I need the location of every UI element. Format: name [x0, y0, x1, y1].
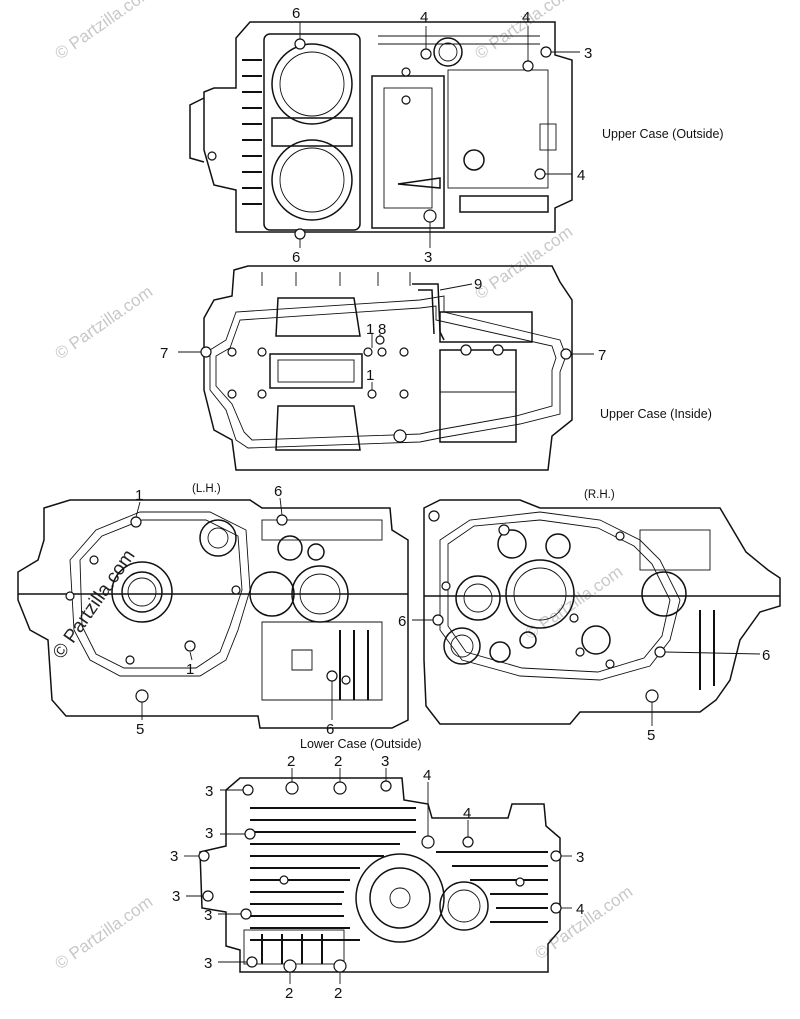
callout-5: 5 — [647, 727, 655, 744]
upper-case-outside-drawing — [189, 21, 580, 248]
caption-upper-case-outside: Upper Case (Outside) — [602, 127, 724, 141]
label-left-hand: (L.H.) — [192, 483, 221, 495]
lower-case-rh-callouts: 6 6 5 — [398, 613, 770, 744]
cooling-fins — [250, 807, 548, 941]
upper-case-inside-drawing — [178, 265, 594, 471]
callout-4: 4 — [577, 167, 585, 184]
watermark: © Partzilla.com — [51, 0, 156, 63]
callout-6: 6 — [292, 249, 300, 266]
callout-7: 7 — [160, 345, 168, 362]
callout-7: 7 — [598, 347, 606, 364]
callout-1: 1 — [366, 321, 374, 338]
callout-3: 3 — [205, 783, 213, 800]
callout-3: 3 — [170, 848, 178, 865]
callout-6: 6 — [274, 483, 282, 500]
callout-2: 2 — [285, 985, 293, 1002]
callout-3: 3 — [576, 849, 584, 866]
callout-6: 6 — [292, 5, 300, 22]
upper-case-inside-callouts: 9 7 1 8 1 7 — [160, 276, 606, 384]
callout-3: 3 — [381, 753, 389, 770]
callout-3: 3 — [204, 907, 212, 924]
callout-4: 4 — [522, 9, 530, 26]
label-right-hand: (R.H.) — [584, 489, 615, 501]
watermark: © Partzilla.com — [51, 892, 156, 973]
cooling-fins — [242, 59, 262, 205]
callout-3: 3 — [204, 955, 212, 972]
callout-3: 3 — [424, 249, 432, 266]
callout-1: 1 — [135, 487, 143, 504]
callout-5: 5 — [136, 721, 144, 738]
callout-3: 3 — [205, 825, 213, 842]
callout-8: 8 — [378, 321, 386, 338]
lower-case-outside-drawing — [184, 768, 572, 984]
caption-lower-case-outside: Lower Case (Outside) — [300, 737, 422, 751]
callout-4: 4 — [576, 901, 584, 918]
callout-3: 3 — [584, 45, 592, 62]
callout-4: 4 — [463, 805, 471, 822]
callout-2: 2 — [334, 753, 342, 770]
lower-case-outside-callouts: 2 2 3 4 3 4 3 3 3 3 3 4 3 2 2 — [170, 753, 584, 1002]
lower-case-lh-drawing — [17, 497, 409, 729]
caption-upper-case-inside: Upper Case (Inside) — [600, 407, 712, 421]
callout-1: 1 — [366, 367, 374, 384]
callout-3: 3 — [172, 888, 180, 905]
callout-1: 1 — [186, 661, 194, 678]
watermark: © Partzilla.com — [51, 282, 156, 363]
upper-case-outside-callouts: 6 4 4 3 4 6 3 — [292, 5, 592, 266]
lower-case-lh-callouts: 1 6 1 5 6 — [135, 483, 334, 738]
callout-4: 4 — [423, 767, 431, 784]
watermark: © Partzilla.com — [521, 562, 626, 643]
callout-6: 6 — [398, 613, 406, 630]
callout-6: 6 — [326, 721, 334, 738]
callout-2: 2 — [287, 753, 295, 770]
watermark: © Partzilla.com — [471, 222, 576, 303]
callout-9: 9 — [474, 276, 482, 293]
callout-2: 2 — [334, 985, 342, 1002]
callout-6: 6 — [762, 647, 770, 664]
lower-case-rh-drawing — [412, 499, 781, 726]
callout-4: 4 — [420, 9, 428, 26]
